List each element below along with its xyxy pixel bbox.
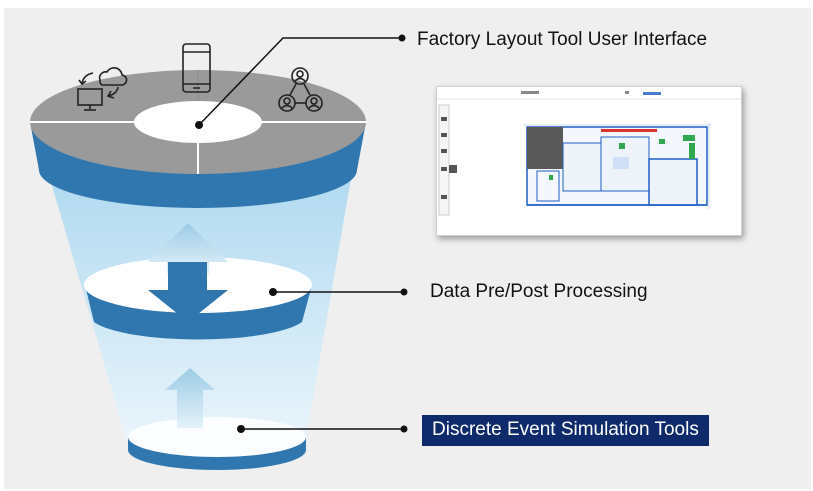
computer-cloud-sync-icon bbox=[77, 67, 128, 111]
floorplan-thumbnail bbox=[437, 87, 741, 235]
up-arrow-light-icon bbox=[148, 223, 228, 274]
factory-layout-screenshot bbox=[436, 86, 742, 236]
ui-layer-label: Factory Layout Tool User Interface bbox=[417, 29, 708, 50]
leader-line-simulation bbox=[237, 425, 408, 433]
simulation-layer-label: Discrete Event Simulation Tools bbox=[422, 415, 709, 446]
processing-layer-label: Data Pre/Post Processing bbox=[430, 281, 648, 302]
smartphone-icon bbox=[182, 43, 211, 93]
user-network-icon bbox=[278, 67, 323, 112]
bottom-ellipse bbox=[128, 417, 306, 457]
up-arrow-icon bbox=[165, 368, 215, 428]
leader-line-processing bbox=[269, 288, 408, 296]
down-arrow-icon bbox=[148, 262, 228, 322]
leader-line-ui bbox=[195, 34, 406, 129]
